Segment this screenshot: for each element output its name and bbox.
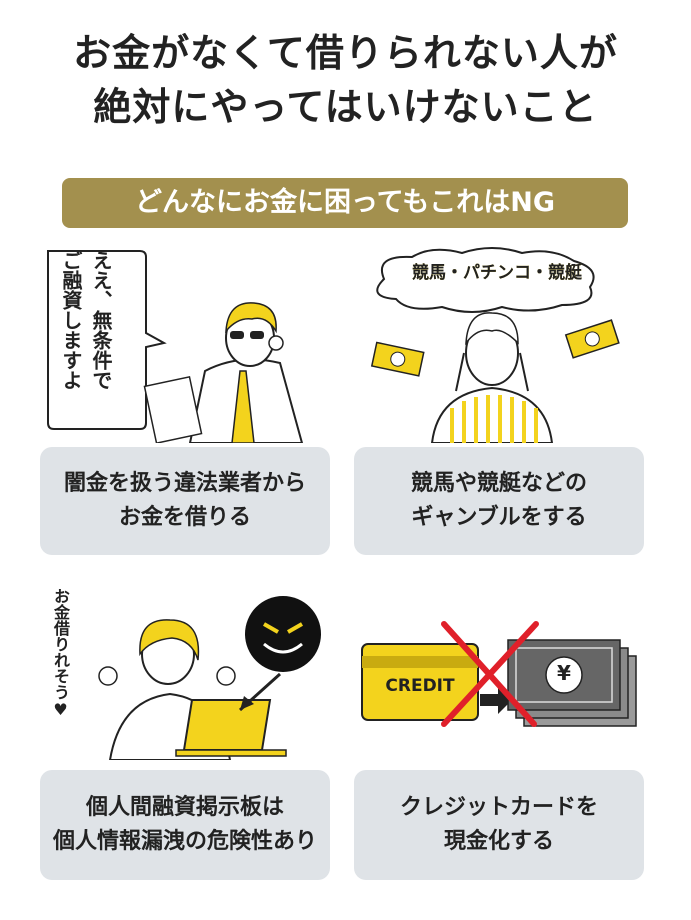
gambling-thought-text: 競馬・パチンコ・競艇 (412, 263, 582, 283)
caption-line-1: クレジットカードを (399, 795, 598, 820)
p2p-lending-illustration (98, 596, 321, 760)
p2p-side-text: お金借りれそう♥ (51, 588, 70, 719)
title-line-1: お金がなくて借りられない人が (73, 31, 618, 75)
loan-shark-illustration (47, 250, 304, 443)
credit-card-label: CREDIT (385, 676, 455, 696)
caption-card-loan-shark: 闇金を扱う違法業者から お金を借りる (40, 447, 330, 555)
loan-shark-speech: ええ、無条件で ご融資しますよ (56, 250, 116, 430)
caption-line-1: 個人間融資掲示板は (85, 795, 284, 820)
caption-line-2: ギャンブルをする (411, 505, 587, 530)
speech-line-2: ご融資しますよ (59, 250, 83, 390)
title-line-2: 絶対にやってはいけないこと (93, 85, 598, 129)
page-title: お金がなくて借りられない人が 絶対にやってはいけないこと (0, 26, 691, 134)
gambling-illustration (370, 247, 620, 443)
caption-line-1: 闇金を扱う違法業者から (63, 471, 306, 496)
ng-banner: どんなにお金に困ってもこれはNG (62, 178, 628, 228)
caption-card-gambling: 競馬や競艇などの ギャンブルをする (354, 447, 644, 555)
caption-line-2: 個人情報漏洩の危険性あり (52, 829, 317, 854)
caption-card-p2p: 個人間融資掲示板は 個人情報漏洩の危険性あり (40, 770, 330, 880)
caption-line-1: 競馬や競艇などの (410, 471, 587, 496)
credit-cash-illustration (361, 621, 637, 727)
yen-symbol: ¥ (557, 661, 571, 685)
caption-card-credit: クレジットカードを 現金化する (354, 770, 644, 880)
speech-line-1: ええ、無条件で (89, 250, 113, 390)
caption-line-2: お金を借りる (118, 505, 251, 530)
caption-line-2: 現金化する (443, 829, 554, 854)
